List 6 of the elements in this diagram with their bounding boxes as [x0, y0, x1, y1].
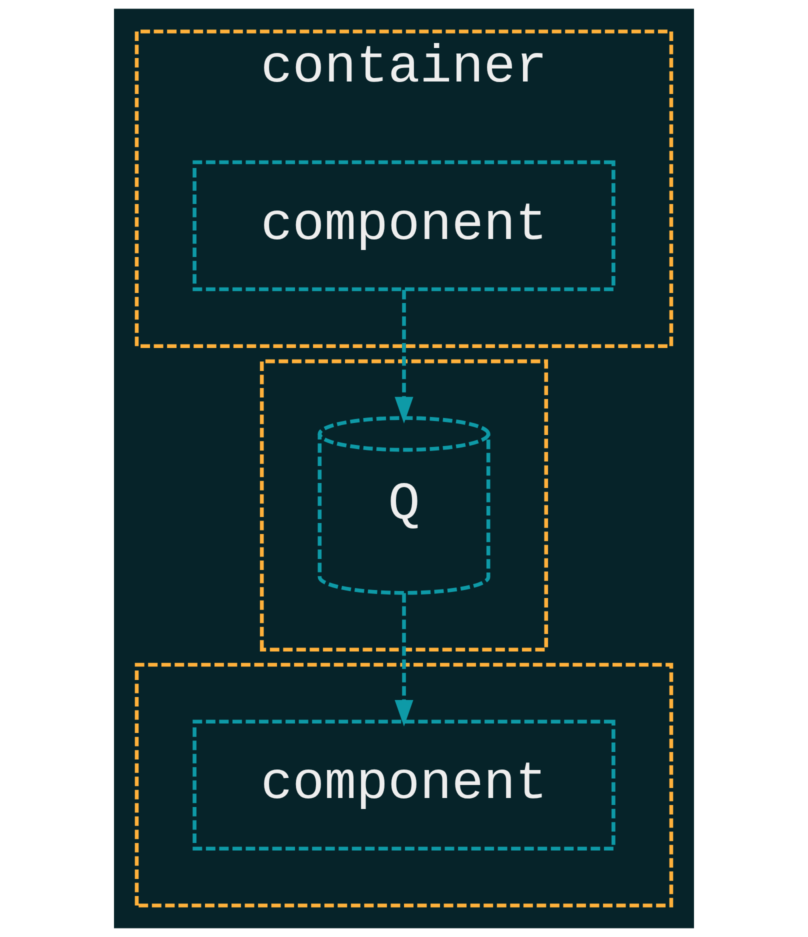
node-box: component: [192, 720, 616, 851]
node-box: component: [192, 160, 616, 292]
arrow: [394, 290, 414, 424]
arrow: [394, 593, 414, 727]
cluster: [260, 359, 548, 652]
cluster: [134, 662, 674, 908]
